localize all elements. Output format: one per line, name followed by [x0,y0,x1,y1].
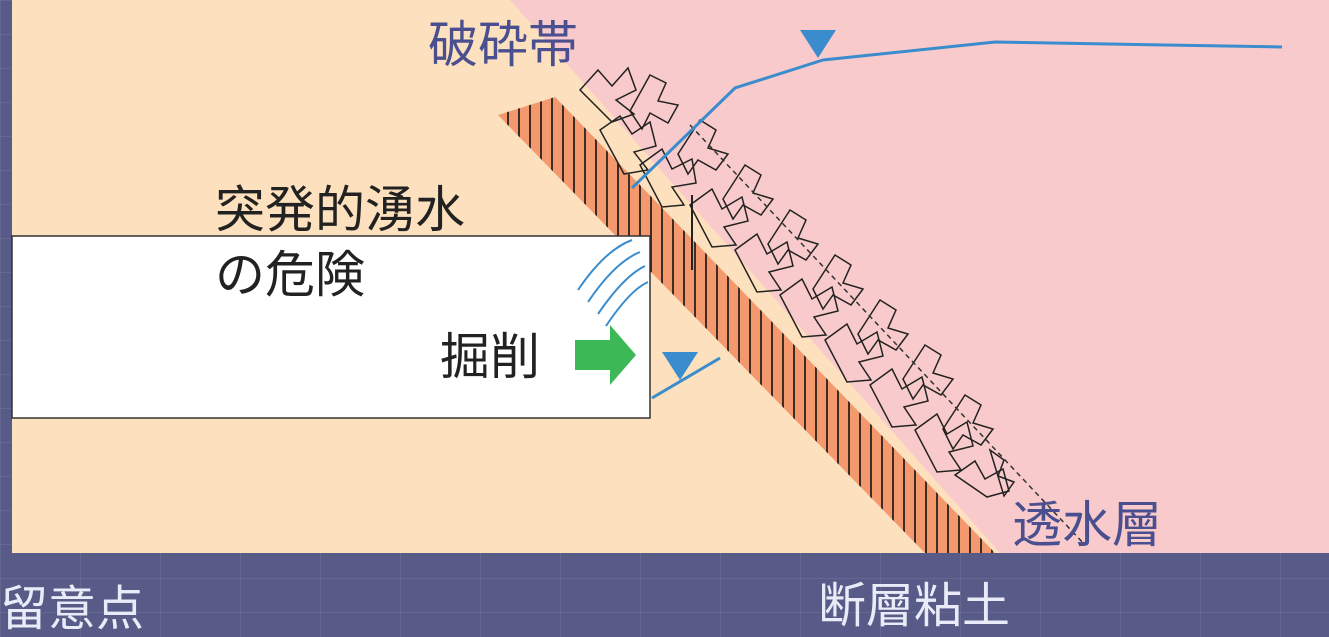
caption-right: 断層粘土 [818,578,1011,634]
excavation-label: 掘削 [440,328,540,386]
fracture-zone [578,66,1016,498]
caption-left: 留意点 [0,581,145,637]
tunnel [11,235,651,419]
water-table-marker-icon [800,30,836,58]
lower-water-table-marker-icon [662,352,698,380]
water-spray-icon [577,239,649,327]
fracture-zone-label: 破砕帯 [428,16,578,74]
danger-label: の危険 [215,246,365,304]
permeable-boundary [689,124,1086,546]
right-arrow-icon [575,325,636,385]
permeable-layer-label: 透水層 [1012,496,1162,554]
lower-water-table-line [651,356,721,400]
fault-clay-band [498,97,995,553]
sudden-inflow-label: 突発的湧水 [215,181,465,239]
water-table-line [630,40,1283,190]
permeable-zone [510,0,1329,553]
